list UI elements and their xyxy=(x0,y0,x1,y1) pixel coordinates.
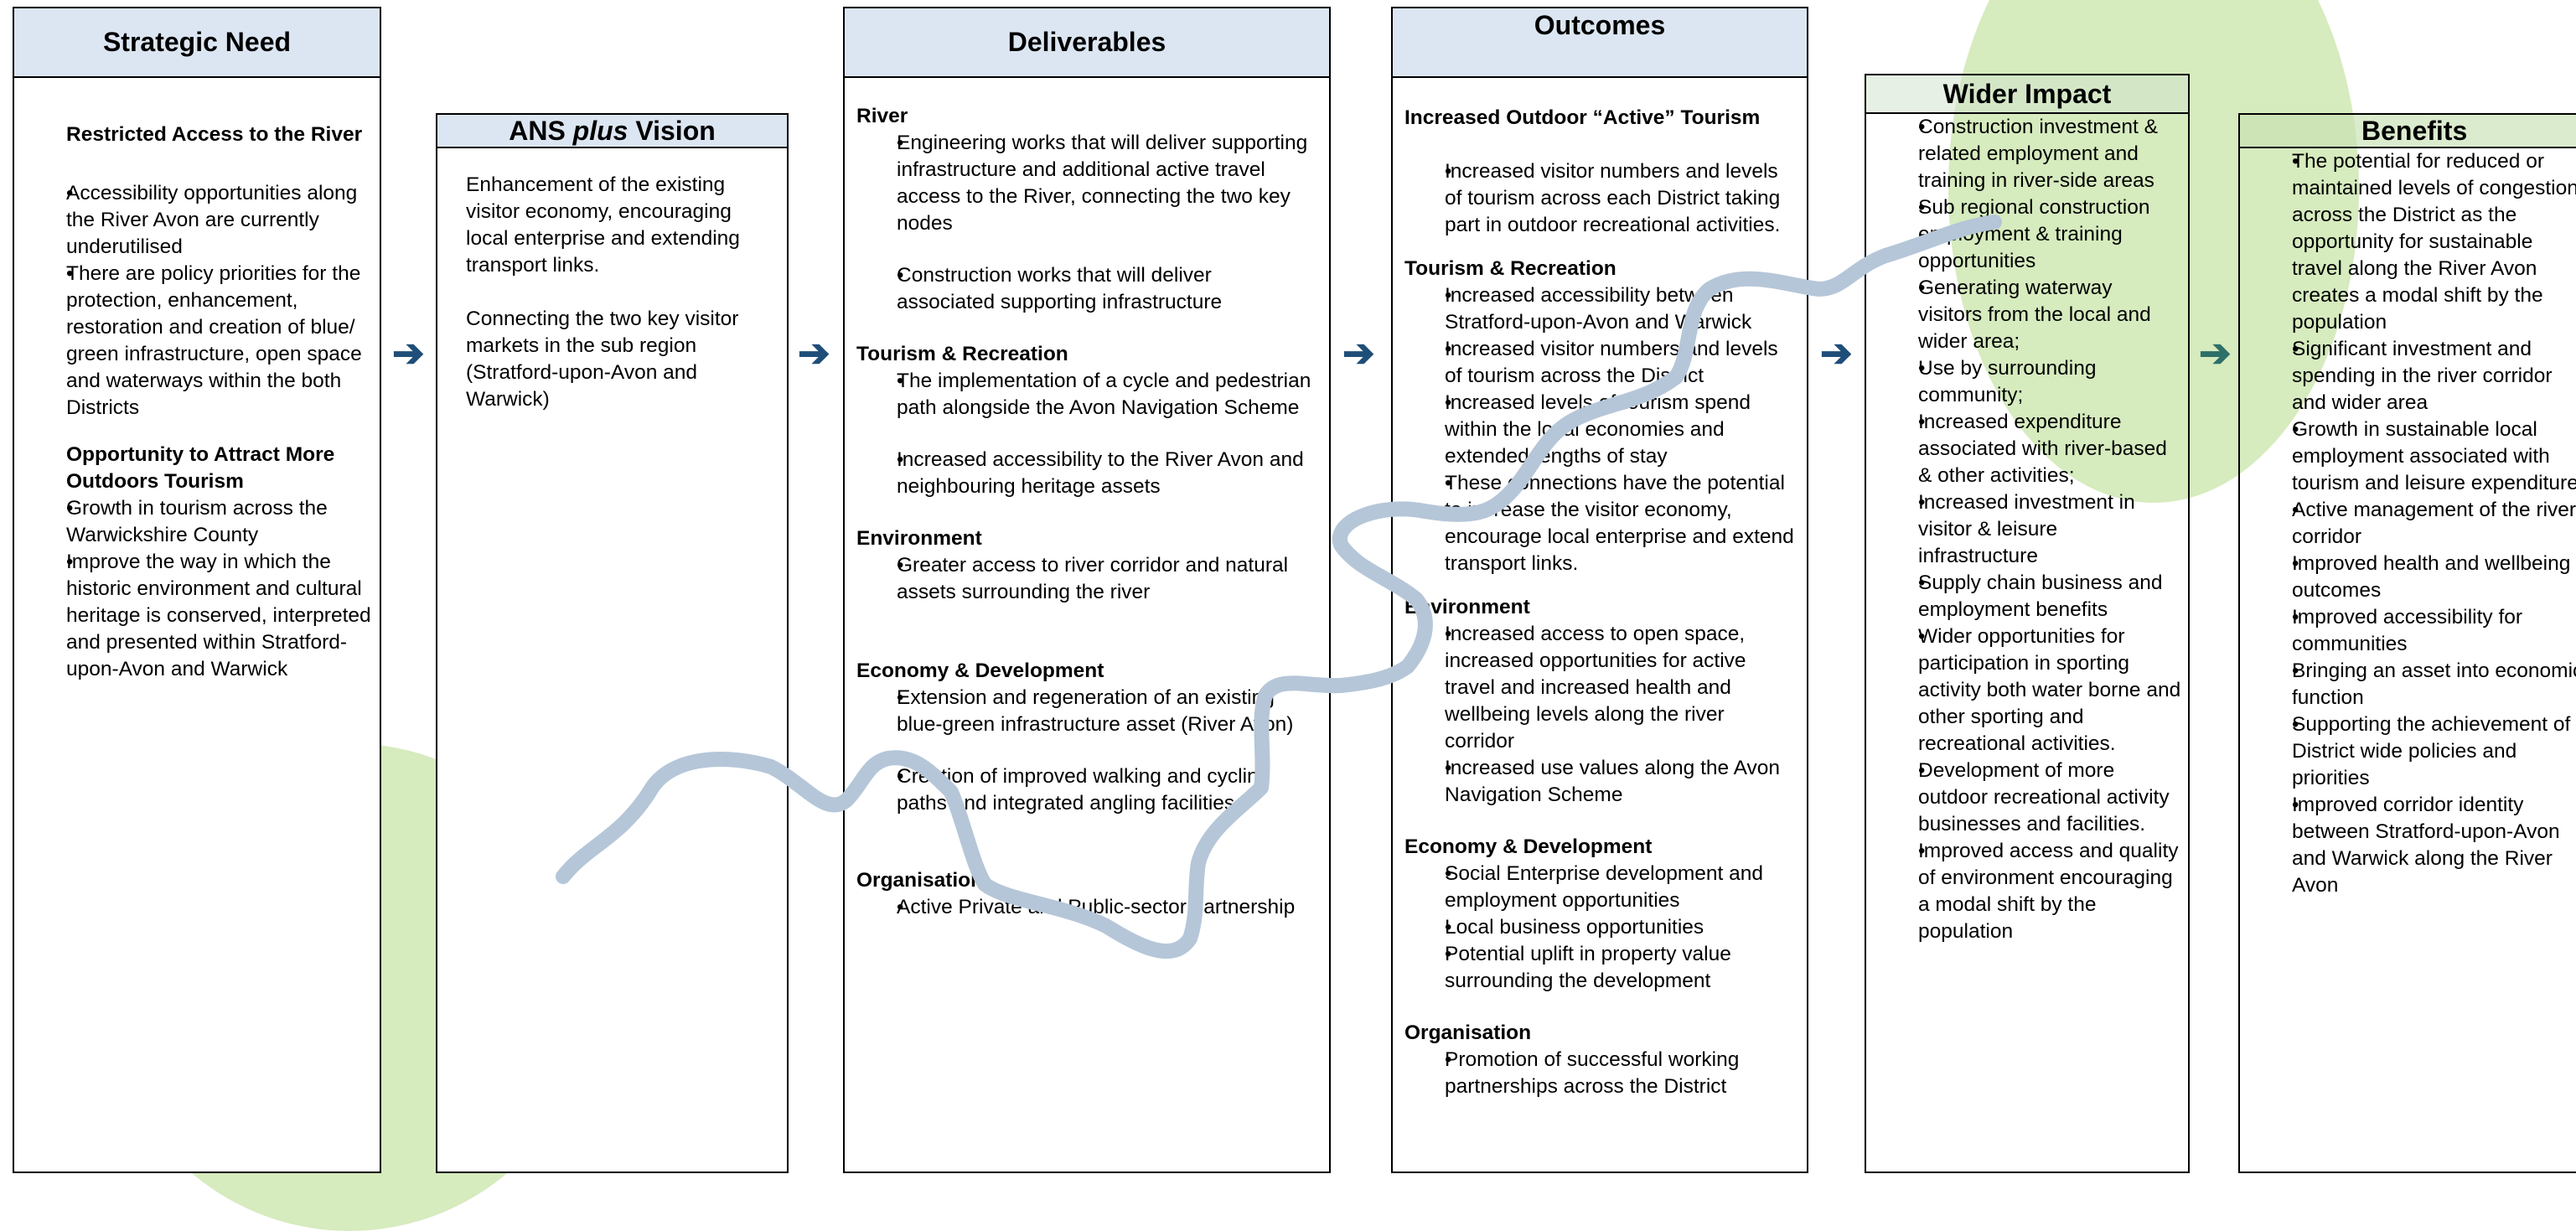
benefit-item: Active management of the river corridor xyxy=(2240,497,2576,551)
strategic-need-column: Strategic Need Restricted Access to the … xyxy=(13,7,381,1173)
wider-impact-item: Improved access and quality of environme… xyxy=(1866,838,2181,945)
deliverables-heading-organisation: Organisation xyxy=(856,869,984,892)
outcome-item: Increased access to open space, increase… xyxy=(1404,621,1795,755)
need-item: There are policy priorities for the prot… xyxy=(31,261,371,422)
outcomes-heading-active-tourism: Increased Outdoor “Active” Tourism xyxy=(1404,106,1761,129)
deliverables-heading-river: River xyxy=(856,105,908,127)
vision-paragraph: Connecting the two key visitor markets i… xyxy=(466,308,739,411)
vision-paragraph: Enhancement of the existing visitor econ… xyxy=(466,173,740,277)
flow-arrow-icon: ➔ xyxy=(1342,331,1375,375)
deliverable-item: The implementation of a cycle and pedest… xyxy=(856,368,1314,422)
benefit-item: Growth in sustainable local employment a… xyxy=(2240,416,2576,497)
benefit-item: Supporting the achievement of District w… xyxy=(2240,711,2576,792)
outcome-item: Increased use values along the Avon Navi… xyxy=(1404,755,1795,809)
vision-title: ANS plus Vision xyxy=(437,115,787,148)
benefits-title: Benefits xyxy=(2240,115,2576,148)
outcome-item: Promotion of successful working partners… xyxy=(1404,1047,1795,1100)
wider-impact-item: Generating waterway visitors from the lo… xyxy=(1866,275,2181,355)
outcome-item: Increased visitor numbers and levels of … xyxy=(1404,158,1795,239)
outcomes-title: Outcomes xyxy=(1393,8,1807,78)
deliverable-item: Increased accessibility to the River Avo… xyxy=(856,447,1314,500)
benefit-item: Improved health and wellbeing outcomes xyxy=(2240,551,2576,604)
wider-impact-item: Construction investment & related employ… xyxy=(1866,114,2181,194)
outcomes-column: Outcomes Increased Outdoor “Active” Tour… xyxy=(1391,7,1808,1173)
outcomes-heading-economy: Economy & Development xyxy=(1404,835,1653,858)
need-heading-1: Restricted Access to the River xyxy=(66,123,363,146)
benefit-item: Bringing an asset into economic function xyxy=(2240,658,2576,711)
flow-arrow-icon: ➔ xyxy=(392,331,425,375)
need-item: Growth in tourism across the Warwickshir… xyxy=(31,495,371,549)
deliverables-heading-economy: Economy & Development xyxy=(856,659,1104,682)
strategic-need-title: Strategic Need xyxy=(14,8,380,78)
benefit-item: Improved accessibility for communities xyxy=(2240,604,2576,658)
benefit-item: The potential for reduced or maintained … xyxy=(2240,148,2576,336)
deliverable-item: Engineering works that will deliver supp… xyxy=(856,130,1314,237)
deliverables-heading-tourism: Tourism & Recreation xyxy=(856,343,1068,365)
outcome-item: Social Enterprise development and employ… xyxy=(1404,861,1795,914)
outcomes-heading-tourism: Tourism & Recreation xyxy=(1404,257,1616,280)
wider-impact-item: Development of more outdoor recreational… xyxy=(1866,758,2181,838)
benefit-item: Significant investment and spending in t… xyxy=(2240,336,2576,416)
deliverables-column: Deliverables River Engineering works tha… xyxy=(843,7,1331,1173)
flow-arrow-icon: ➔ xyxy=(2199,331,2232,375)
flow-arrow-icon: ➔ xyxy=(798,331,830,375)
wider-impact-item: Increased investment in visitor & leisur… xyxy=(1866,489,2181,570)
wider-impact-title: Wider Impact xyxy=(1866,75,2188,114)
wider-impact-column: Wider Impact Construction investment & r… xyxy=(1865,74,2190,1173)
need-heading-2: Opportunity to Attract More Outdoors Tou… xyxy=(66,443,335,493)
need-item: Accessibility opportunities along the Ri… xyxy=(31,180,371,261)
outcome-item: Increased accessibility between Stratfor… xyxy=(1404,282,1795,336)
wider-impact-item: Supply chain business and employment ben… xyxy=(1866,570,2181,623)
vision-column: ANS plus Vision Enhancement of the exist… xyxy=(436,113,789,1173)
deliverables-heading-environment: Environment xyxy=(856,527,982,550)
wider-impact-item: Increased expenditure associated with ri… xyxy=(1866,409,2181,489)
deliverable-item: Extension and regeneration of an existin… xyxy=(856,685,1314,738)
benefit-item: Improved corridor identity between Strat… xyxy=(2240,792,2576,899)
deliverable-item: Construction works that will deliver ass… xyxy=(856,262,1314,316)
deliverable-item: Greater access to river corridor and nat… xyxy=(856,552,1314,606)
wider-impact-item: Use by surrounding community; xyxy=(1866,355,2181,409)
outcomes-heading-organisation: Organisation xyxy=(1404,1022,1532,1044)
outcome-item: Increased visitor numbers and levels of … xyxy=(1404,336,1795,390)
wider-impact-item: Sub regional construction employment & t… xyxy=(1866,194,2181,275)
outcome-item: Local business opportunities xyxy=(1404,914,1795,941)
benefits-column: Benefits The potential for reduced or ma… xyxy=(2238,113,2576,1173)
flow-arrow-icon: ➔ xyxy=(1820,331,1853,375)
outcome-item: Potential uplift in property value surro… xyxy=(1404,941,1795,995)
wider-impact-item: Wider opportunities for participation in… xyxy=(1866,623,2181,758)
need-item: Improve the way in which the historic en… xyxy=(31,549,371,683)
deliverables-title: Deliverables xyxy=(845,8,1329,78)
